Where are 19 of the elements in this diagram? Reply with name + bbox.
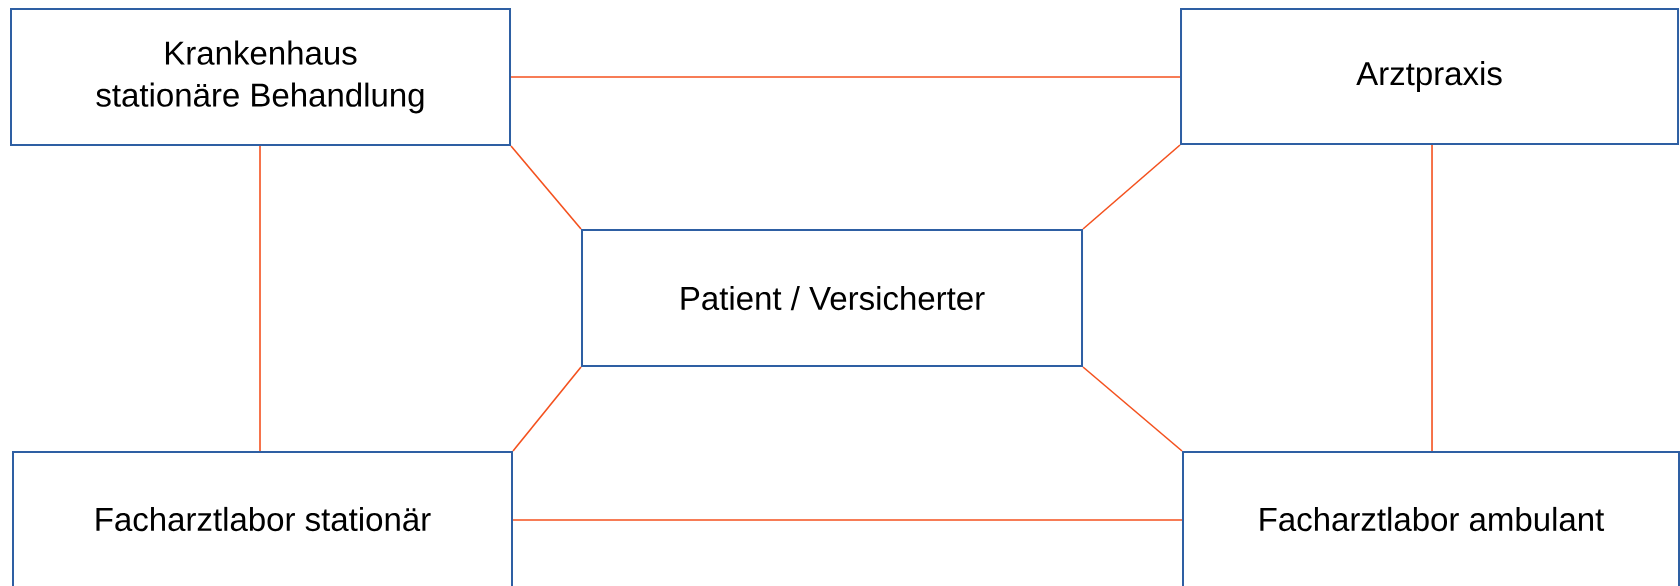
connector-line [512, 519, 1183, 521]
box [12, 451, 513, 586]
box [1180, 8, 1680, 145]
box [581, 229, 1083, 367]
node-label: Arztpraxis [1356, 61, 1502, 92]
connector-line [1431, 144, 1433, 452]
connector-line [510, 76, 1181, 78]
node-label: Facharztlabor stationär [96, 506, 431, 532]
node-label: Patient / Versicherter [681, 285, 985, 311]
box [10, 8, 511, 146]
connector-line [1082, 366, 1183, 452]
node-label: Krankenhaus [165, 40, 357, 65]
box [1182, 451, 1680, 586]
node-label: Facharztlabor ambulant [1260, 506, 1605, 532]
connector-line [512, 366, 582, 452]
node-label: stationäre Behandlung [96, 82, 424, 114]
connector-line [259, 145, 261, 452]
connector-line [510, 145, 582, 230]
connector-line [1082, 144, 1181, 230]
